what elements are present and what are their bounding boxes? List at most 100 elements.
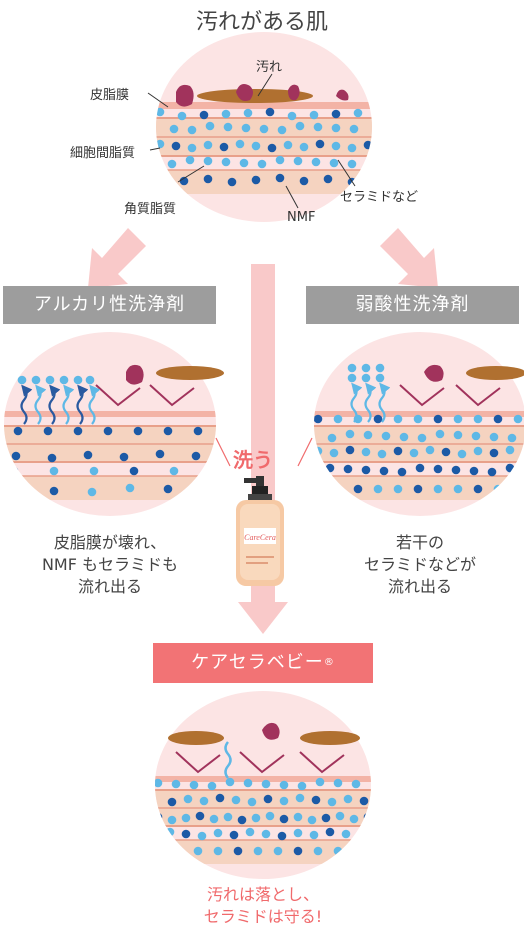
nmf-dot	[263, 794, 273, 804]
ceramide-dot	[331, 141, 341, 151]
ceramide-dot	[243, 108, 253, 118]
ceramide-dot	[361, 373, 371, 383]
ceramide-dot	[314, 484, 323, 494]
leader-line	[149, 147, 161, 151]
ceramide-dot	[297, 781, 307, 791]
ceramide-dot	[223, 122, 233, 132]
ceramide-dot	[293, 828, 303, 838]
nmf-dot	[433, 464, 443, 474]
ceramide-dot	[89, 466, 99, 476]
ceramide-dot	[347, 143, 357, 153]
nmf-dot	[215, 793, 225, 803]
nmf-dot	[9, 466, 19, 476]
nmf-dot	[279, 814, 289, 824]
ceramide-dot	[257, 159, 267, 169]
ceramide-dot	[399, 432, 409, 442]
ceramide-dot	[247, 797, 257, 807]
ceramide-dot	[473, 414, 483, 424]
nmf-dot	[343, 464, 353, 474]
nmf-dot	[227, 177, 237, 187]
nmf-dot	[251, 175, 261, 185]
arrow-center-down	[238, 264, 288, 634]
ceramide-dot	[329, 158, 339, 168]
dirt-removal-arrow	[239, 751, 285, 774]
ceramide-dot	[169, 124, 179, 134]
ceramide-dot	[283, 140, 293, 150]
nmf-dot	[363, 140, 372, 150]
ceramide-dot	[156, 139, 165, 149]
ceramide-dot	[361, 363, 371, 373]
nmf-dot	[133, 426, 143, 436]
ceramide-dot	[205, 121, 215, 131]
nmf-dot	[155, 449, 165, 459]
ceramide-dot	[313, 846, 323, 856]
ceramide-dot	[513, 484, 523, 494]
label-intercellular: 細胞間脂質	[70, 146, 136, 161]
ceramide-dot	[259, 124, 269, 134]
ceramide-dot	[181, 813, 191, 823]
ceramide-dot	[193, 846, 203, 856]
label-keratin: 角質脂質	[124, 202, 177, 217]
result-line: 汚れは落とし、	[206, 885, 319, 904]
nmf-dot	[325, 463, 335, 473]
nmf-dot	[379, 466, 389, 476]
nmf-dot	[155, 812, 163, 822]
nmf-dot	[181, 829, 191, 839]
arrow-to-right-panel	[380, 228, 438, 288]
ceramide-dot	[313, 122, 323, 132]
result-line: NMF もセラミドも	[41, 555, 179, 574]
ceramide-dot	[59, 375, 69, 385]
nmf-dot	[229, 830, 239, 840]
ceramide-dot	[279, 780, 289, 790]
nmf-dot	[267, 143, 277, 153]
ceramide-dot	[393, 484, 403, 494]
ceramide-dot	[207, 781, 217, 791]
nmf-dot	[73, 426, 83, 436]
ceramide-dot	[231, 795, 241, 805]
nmf-dot	[321, 813, 331, 823]
ceramide-dot	[293, 156, 303, 166]
registered-mark: ®	[323, 657, 335, 668]
ceramide-dot	[327, 797, 337, 807]
ceramide-dot	[125, 483, 135, 493]
skin-circle-alkaline	[4, 332, 224, 516]
nmf-dot	[441, 447, 451, 457]
result-line: セラミドなどが	[363, 555, 476, 574]
nmf-dot	[353, 484, 363, 494]
nmf-dot	[179, 176, 189, 186]
ceramide-dot	[31, 375, 41, 385]
dirt-particle	[288, 84, 300, 101]
ceramide-dot	[333, 414, 343, 424]
wash-label: 洗う	[233, 448, 273, 472]
nmf-dot	[469, 466, 479, 476]
ceramide-dot	[169, 466, 179, 476]
ceramide-dot	[251, 141, 261, 151]
ceramide-dot	[167, 815, 177, 825]
nmf-dot	[277, 831, 287, 841]
ceramide-dot	[373, 484, 383, 494]
ceramide-dot	[295, 121, 305, 131]
ceramide-dot	[311, 157, 321, 167]
result-carecera: 汚れは落とし、 セラミドは守る!	[163, 884, 363, 928]
outflow-wave	[88, 384, 101, 425]
dirt-particle	[336, 89, 349, 101]
ceramide-dot	[209, 814, 219, 824]
nmf-dot	[156, 173, 165, 183]
nmf-dot	[323, 174, 333, 184]
result-line: 皮脂膜が壊れ、	[53, 533, 167, 552]
outflow-wave	[34, 384, 47, 425]
dirt-removal-arrow	[95, 384, 141, 407]
ceramide-dot	[357, 831, 367, 841]
ceramide-dot	[183, 794, 193, 804]
dirt-particle	[176, 84, 194, 107]
ceramide-dot	[333, 484, 343, 494]
ceramide-dot	[177, 111, 187, 121]
ceramide-dot	[223, 812, 233, 822]
ceramide-dot	[239, 158, 249, 168]
nmf-dot	[265, 107, 275, 117]
nmf-dot	[493, 414, 503, 424]
result-line: セラミドは守る!	[203, 907, 323, 926]
nmf-dot	[451, 465, 461, 475]
nmf-dot	[325, 827, 335, 837]
ceramide-dot	[353, 108, 363, 118]
